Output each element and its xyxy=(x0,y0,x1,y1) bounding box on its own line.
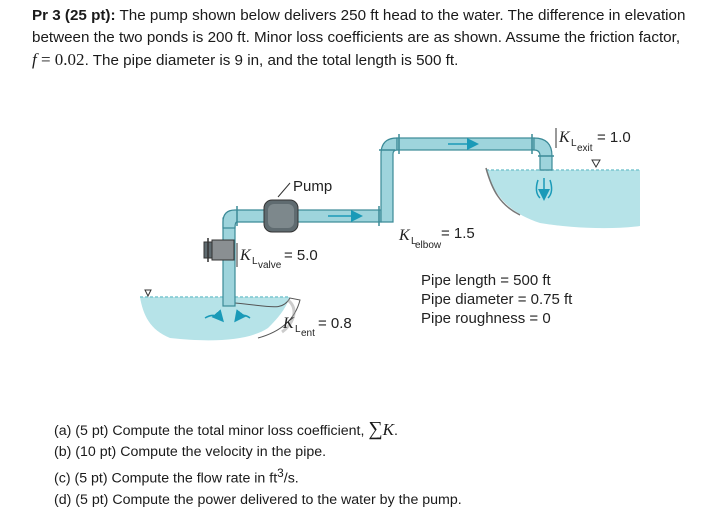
k-ent-sub-l: L xyxy=(295,324,301,335)
pipe-diameter: Pipe diameter = 0.75 ft xyxy=(421,291,573,308)
k-ent-value: = 0.8 xyxy=(318,315,352,332)
k-ent-label: K L ent = 0.8 xyxy=(282,315,352,339)
pipe-info: Pipe length = 500 ft Pipe diameter = 0.7… xyxy=(421,272,573,327)
lower-pond xyxy=(140,289,301,341)
k-exit-value: = 1.0 xyxy=(597,129,631,146)
friction-value: = 0.02 xyxy=(40,50,85,69)
k-exit-symbol: K xyxy=(558,129,571,146)
k-valve-sub: valve xyxy=(258,260,282,271)
problem-text-1: The pump shown below delivers 250 ft hea… xyxy=(119,7,686,24)
questions: (a) (5 pt) Compute the total minor loss … xyxy=(54,419,694,511)
pipe-roughness: Pipe roughness = 0 xyxy=(421,310,551,327)
friction-symbol: f xyxy=(32,50,37,69)
k-elbow-sub: elbow xyxy=(415,240,442,251)
k-elbow-sub-l: L xyxy=(411,236,417,247)
flow-arrows xyxy=(204,138,553,323)
problem-heading: Pr 3 (25 pt): xyxy=(32,7,116,24)
question-a: (a) (5 pt) Compute the total minor loss … xyxy=(54,419,694,442)
problem-text-3: . The pipe diameter is 9 in, and the tot… xyxy=(84,52,459,69)
question-d: (d) (5 pt) Compute the power delivered t… xyxy=(54,491,462,508)
pump-label: Pump xyxy=(293,178,332,195)
problem-line-1: Pr 3 (25 pt): The pump shown below deliv… xyxy=(32,5,697,27)
upper-pond xyxy=(485,159,640,229)
sum-symbol: ∑ xyxy=(368,418,383,440)
question-c-sup: 3 xyxy=(277,466,284,480)
pipe-length: Pipe length = 500 ft xyxy=(421,272,552,289)
k-symbol: K xyxy=(382,420,394,439)
k-valve-label: K L valve = 5.0 xyxy=(236,243,318,271)
valve xyxy=(203,238,235,262)
k-valve-symbol: K xyxy=(239,247,252,264)
k-valve-value: = 5.0 xyxy=(284,247,318,264)
problem-line-3: f = 0.02. The pipe diameter is 9 in, and… xyxy=(32,49,697,72)
question-c: (c) (5 pt) Compute the flow rate in ft3/… xyxy=(54,463,694,490)
pump xyxy=(263,182,299,233)
question-a-text: (a) (5 pt) Compute the total minor loss … xyxy=(54,423,365,439)
k-ent-symbol: K xyxy=(282,315,295,332)
k-exit-sub-l: L xyxy=(571,138,577,149)
question-a-end: . xyxy=(393,423,398,439)
k-exit-sub: exit xyxy=(577,143,593,154)
question-c-suffix: /s. xyxy=(283,470,299,487)
k-exit-label: K L exit = 1.0 xyxy=(555,128,631,154)
question-b: (b) (10 pt) Compute the velocity in the … xyxy=(54,444,327,460)
k-elbow-symbol: K xyxy=(398,227,411,244)
problem-line-2: between the two ponds is 200 ft. Minor l… xyxy=(32,29,681,46)
pipe-joints xyxy=(236,134,554,226)
k-ent-sub: ent xyxy=(301,328,315,339)
k-elbow-label: K L elbow = 1.5 xyxy=(398,225,475,251)
problem-statement: Pr 3 (25 pt): The pump shown below deliv… xyxy=(32,5,697,72)
k-valve-sub-l: L xyxy=(252,256,258,267)
question-c-text: (c) (5 pt) Compute the flow rate in ft xyxy=(54,470,278,487)
k-elbow-value: = 1.5 xyxy=(441,225,475,242)
